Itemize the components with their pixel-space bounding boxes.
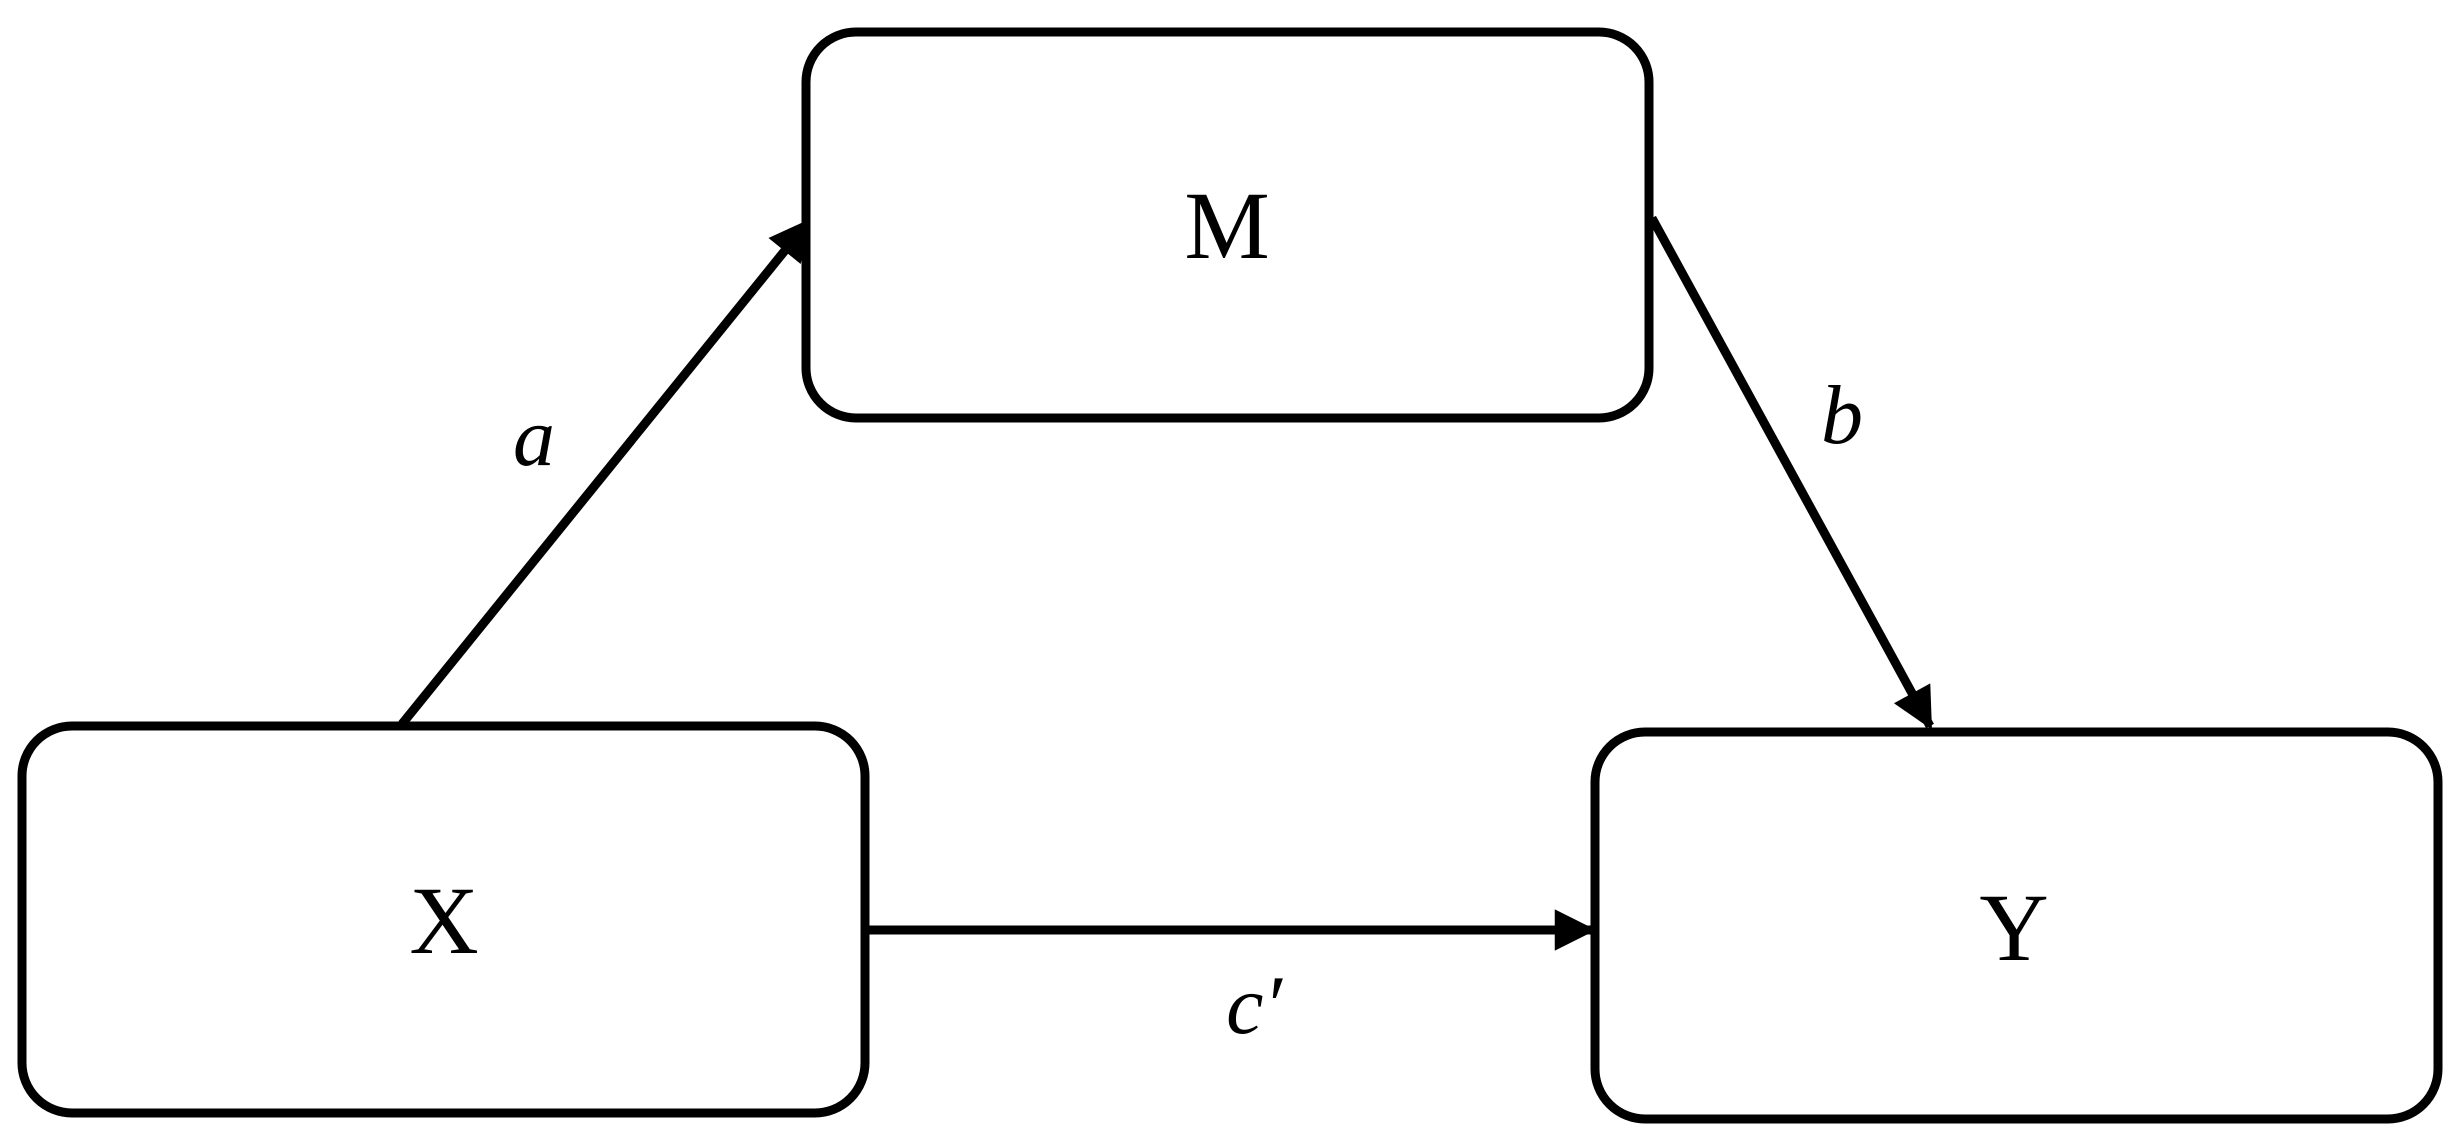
node-x-box — [17, 721, 870, 1118]
edge-c-prime-label: c′ — [1226, 959, 1283, 1052]
edge-a-label: a — [513, 391, 555, 484]
node-y-box — [1590, 727, 2443, 1124]
node-y: Y — [1590, 727, 2443, 1124]
edge-b-m-to-y — [1648, 215, 1934, 730]
node-m-label: M — [1184, 172, 1269, 279]
node-x-label: X — [409, 867, 478, 974]
edge-b-label: b — [1821, 369, 1863, 462]
node-m-box — [801, 27, 1654, 423]
node-x: X — [17, 721, 870, 1118]
node-m: M — [801, 27, 1654, 423]
edge-a-x-to-m — [398, 218, 812, 727]
node-y-label: Y — [1979, 874, 2048, 981]
